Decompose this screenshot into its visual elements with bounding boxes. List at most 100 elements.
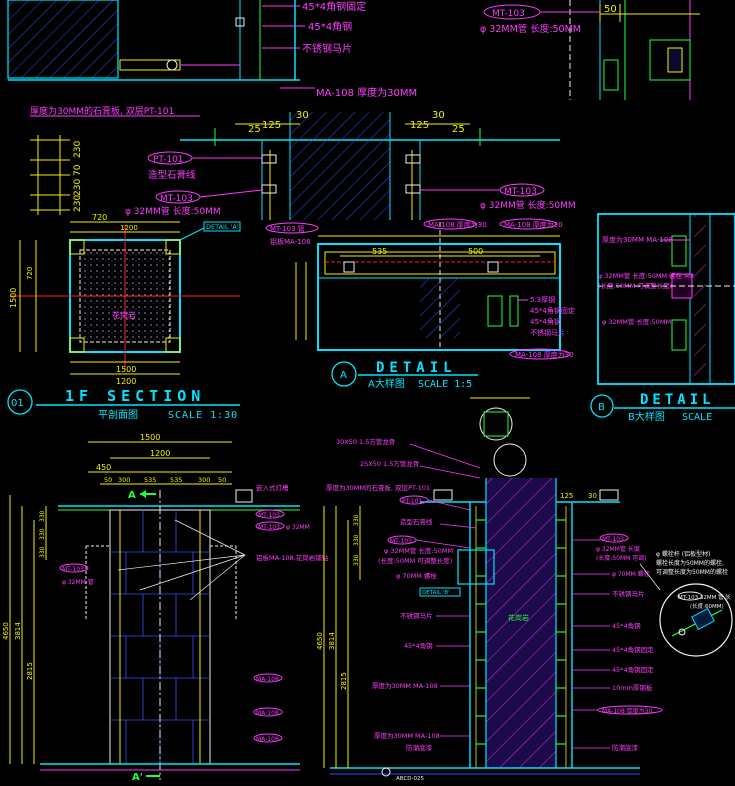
detail-b-title: DETAIL	[640, 392, 715, 408]
section-dim-1200: 1200	[116, 377, 136, 386]
top-right-panel: 50 MT-103 φ 32MM管 长度:50MM	[480, 0, 700, 100]
elev-left-ma108-c: MA-108	[256, 736, 279, 743]
elev-left-row-3: 535	[170, 476, 182, 484]
bolt-tag: MT-103 32MM 管 长	[678, 593, 731, 601]
section-dim-720: 720	[92, 213, 107, 222]
elev-left-vdim-3814: 3814	[14, 622, 22, 640]
elev-right-vdim-4650: 4650	[316, 632, 324, 650]
upper-detail: 厚度为30MM的石膏板, 双层PT-101 25 125 30 125 30 2…	[30, 105, 576, 220]
elev-left-ma108-b: MA-108	[256, 710, 279, 717]
section-badge-text: 01	[11, 398, 24, 409]
elev-right-label-angle: 45*4角钢	[404, 641, 433, 650]
detail-b-note1: 厚度为30MM MA-108	[602, 235, 673, 244]
detail-a: 535 500 MA-108 厚度为30 MA-108 厚度为30 MT-103…	[265, 218, 575, 390]
elev-left-dim-450: 450	[96, 463, 111, 472]
elev-right-vdim-330c: 330	[353, 554, 360, 566]
elev-right-r-label4: 45*4角钢固定	[612, 665, 654, 674]
elev-right-callout-b: DETAIL 'B'	[422, 590, 450, 596]
left-dim-2: 70	[73, 164, 83, 176]
section-subtitle: 平剖面图	[98, 408, 138, 421]
detail-a-tag1: MA-108 厚度为30	[428, 220, 487, 229]
elev-right-stone-foot: 防潮底漆	[406, 743, 433, 752]
detail-a-dim-535: 535	[372, 247, 387, 256]
detail-a-badge	[331, 361, 357, 387]
bolt-spec: (长度:60MM)	[690, 602, 724, 610]
elev-left-note-right: 铝板MA-108,花岗岩铺贴	[256, 553, 329, 562]
detail-a-tag2: MA-108 厚度为30	[504, 220, 563, 229]
tag-mt103-left: MT-103	[160, 194, 193, 204]
detail-b-note3: (长度:50MM 可调整长度)	[598, 281, 672, 290]
elev-right-tag-mt103: MT-103	[390, 538, 412, 545]
elev-left-row-5: 50	[218, 476, 226, 484]
detail-b-badge	[590, 394, 614, 418]
top-right-tag: MT-103	[492, 9, 525, 19]
elev-right-r-spec3: φ 70MM 螺栓	[612, 570, 650, 578]
elev-right-spec2: (长度:50MM 可调整长度)	[378, 556, 452, 565]
section-scale: SCALE 1:30	[168, 410, 238, 421]
elev-left-dim-1200: 1200	[150, 449, 170, 458]
elev-right-r-label3: 45*4角钢固定	[612, 645, 654, 654]
elev-right-vdim-3814: 3814	[328, 632, 336, 650]
elev-right-center-label: 花岗岩	[508, 613, 529, 622]
elev-right-r-spec2: (长度:50MM 可调)	[596, 554, 647, 562]
section-title: 1F SECTION	[65, 387, 205, 405]
elev-left-ma108-a: MA-108	[256, 676, 279, 683]
elev-left-tag-top: 嵌入式灯槽	[256, 483, 289, 492]
elev-left-spec-mt103: φ 32MM	[286, 524, 310, 531]
elev-right-r-label6: MA-108 厚度为30	[602, 707, 652, 715]
top-right-dim: 50	[604, 4, 617, 15]
detail-b-subtitle: B大样图	[628, 410, 665, 423]
section-dim-side: 1500	[9, 288, 18, 308]
section-center-label: 花岗岩	[112, 310, 136, 320]
elev-right-dim-125: 125	[560, 492, 573, 500]
elev-right-note-top1: 30X50 1.5方管龙骨	[336, 437, 395, 446]
detail-b-badge-text: B	[598, 402, 605, 413]
bolt-note2: 螺栓长度为50MM的螺栓,	[656, 559, 724, 567]
elev-right-bottom-label: ABCD-025	[396, 776, 424, 782]
section-1f: 花岗岩 720 1200 1500 720 1500 1200 DETAIL '…	[7, 213, 241, 421]
elev-left-row-2: 535	[144, 476, 156, 484]
detail-a-callout: DETAIL 'A'	[206, 223, 239, 231]
dim-125-right: 125	[410, 120, 429, 131]
elev-left-row-1: 300	[118, 476, 130, 484]
detail-a-tag0: MT-103 管	[270, 224, 305, 233]
spec-left: φ 32MM管 长度:50MM	[125, 205, 221, 217]
dim-25-left: 25	[248, 124, 261, 135]
tag-pt101: PT-101	[153, 155, 184, 165]
detail-b-box	[457, 549, 495, 585]
detail-a-callout4: 不锈钢马片	[530, 328, 565, 337]
elev-right-note-left1: 厚度为30MM的石膏板, 双层PT-101	[326, 483, 430, 492]
detail-a-callout2: 45*4角钢固定	[530, 306, 575, 315]
detail-a-title: DETAIL	[376, 360, 457, 376]
elev-left-row-0: 50	[104, 476, 112, 484]
top-detail-circle	[479, 407, 513, 441]
dim-125-left: 125	[262, 120, 281, 131]
top-note-1: 45*4角钢固定	[302, 0, 366, 13]
elevation-left: 1500 1200 450 50 300 535 535 300 50 A	[2, 433, 329, 783]
section-dim-top: 1200	[120, 224, 138, 232]
elev-right-r-tag1: MT-103	[602, 536, 624, 543]
elev-left-vdim-330b: 330	[39, 528, 46, 540]
section-dim-1500: 1500	[116, 365, 136, 374]
detail-b-scale: SCALE	[682, 412, 712, 423]
elev-left-vdim-330a: 330	[39, 510, 46, 522]
elev-right-r-label7: 防潮底漆	[612, 743, 639, 752]
elev-left-spec-mt103-b: φ 32MM 管	[62, 578, 94, 586]
top-note-3: 不锈钢马片	[302, 42, 352, 55]
elev-right-vdim-2815: 2815	[340, 672, 348, 690]
detail-b-note4: φ 32MM管 长度:50MM	[602, 317, 671, 326]
detail-a-subtitle: A大样图	[368, 377, 405, 390]
detail-a-callout1: 5.3厚钢	[530, 295, 555, 304]
elev-right-dim-30: 30	[588, 492, 597, 500]
marker-a: A	[128, 490, 136, 501]
dim-30-right: 30	[432, 110, 445, 121]
upper-note: 厚度为30MM的石膏板, 双层PT-101	[30, 105, 174, 117]
top-note-4: MA-108 厚度为30MM	[316, 86, 417, 99]
elev-left-dim-1500: 1500	[140, 433, 160, 442]
bolt-note1: φ 螺栓杆 (铝板型材)	[656, 550, 710, 558]
elev-left-row-4: 300	[198, 476, 210, 484]
marker-a-prime: A'	[132, 772, 143, 783]
left-dim-1: 230	[73, 141, 83, 158]
dim-25-right: 25	[452, 124, 465, 135]
